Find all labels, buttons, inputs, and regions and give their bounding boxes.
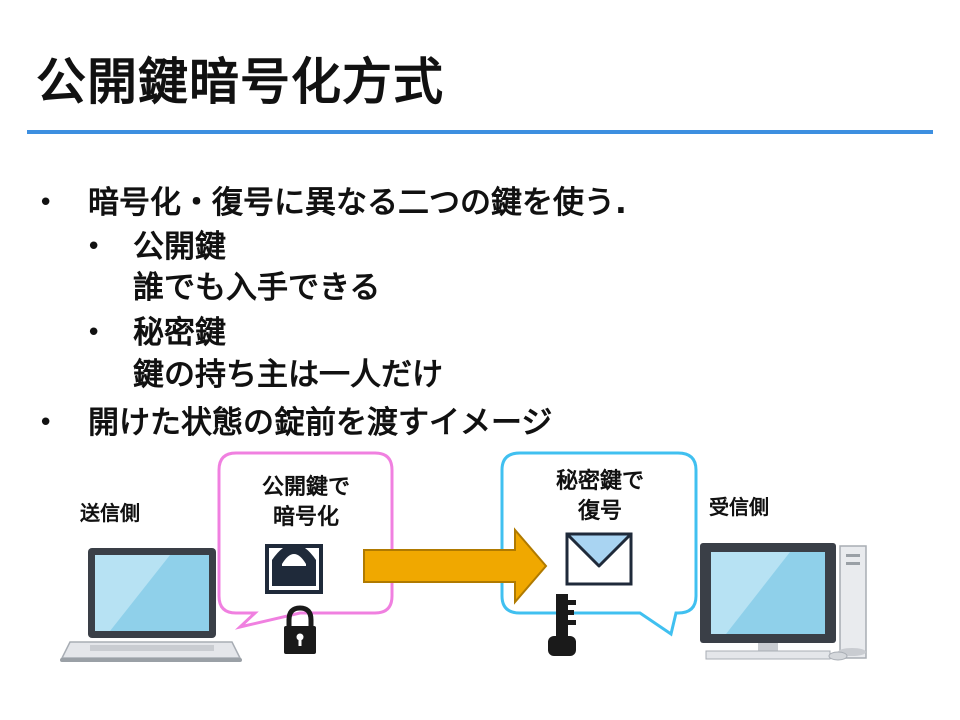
receiver-label: 受信側 — [709, 495, 769, 519]
encrypt-speech-bubble — [217, 451, 394, 630]
key-icon — [548, 594, 576, 656]
page-title: 公開鍵暗号化方式 — [36, 53, 444, 111]
bullet-dot: • — [38, 188, 54, 218]
bullet-list: • 暗号化・復号に異なる二つの鍵を使う. • 公開鍵 誰でも入手できる • 秘密… — [38, 185, 627, 441]
locked-envelope-icon — [265, 544, 323, 594]
sub-bullet-dot: • — [86, 232, 102, 262]
sender-label: 送信側 — [80, 501, 140, 525]
desktop-pc-icon — [700, 543, 867, 661]
padlock-icon — [284, 605, 316, 654]
decrypt-bubble-line2: 復号 — [577, 499, 622, 524]
encrypt-bubble-line1: 公開鍵で — [261, 475, 350, 500]
envelope-icon — [565, 532, 633, 586]
encrypt-bubble-line2: 暗号化 — [272, 505, 339, 530]
sub-bullet-private-key: 秘密鍵 — [133, 315, 226, 351]
sub-bullet-public-key: 公開鍵 — [133, 229, 226, 265]
decrypt-bubble-label: 秘密鍵で 復号 — [520, 467, 680, 527]
bullet-item: 開けた状態の錠前を渡すイメージ — [88, 405, 553, 441]
bullet-item: 暗号化・復号に異なる二つの鍵を使う. — [88, 185, 627, 221]
sub-bullet-private-key-desc: 鍵の持ち主は一人だけ — [133, 357, 443, 393]
title-underline — [27, 130, 933, 134]
sub-bullet-public-key-desc: 誰でも入手できる — [133, 270, 381, 306]
encrypt-bubble-label: 公開鍵で 暗号化 — [228, 473, 384, 533]
arrow-icon — [363, 527, 548, 605]
bullet-dot: • — [38, 408, 54, 438]
laptop-icon — [60, 548, 242, 662]
sub-bullet-dot: • — [86, 318, 102, 348]
decrypt-bubble-line1: 秘密鍵で — [555, 469, 644, 494]
